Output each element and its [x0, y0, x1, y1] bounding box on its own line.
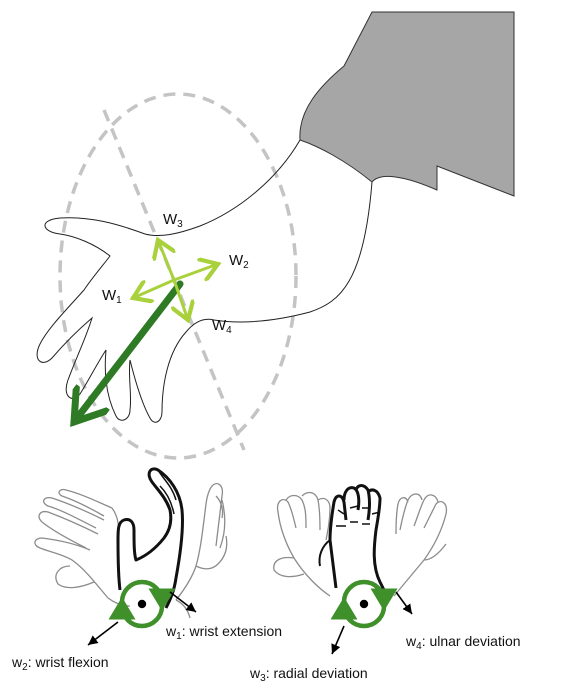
arrow-w3: [158, 240, 174, 280]
caption-w2: w2: wrist flexion: [11, 654, 109, 673]
sleeve: [300, 12, 514, 196]
label-w3: W3: [163, 211, 183, 230]
caption-w4: w4: ulnar deviation: [405, 633, 521, 652]
label-w4: W4: [212, 317, 232, 336]
radial-ulnar-illustration: w4: ulnar deviation w3: radial deviation: [249, 486, 521, 681]
pointer-w3: [332, 626, 344, 654]
pivot-dot: [360, 600, 368, 608]
main-hand-deviation: [319, 486, 388, 599]
rotation-ring-left: [122, 582, 162, 626]
pointer-w1: [170, 592, 196, 612]
ghost-hand-radial: [274, 493, 330, 596]
caption-w1: w1: wrist extension: [165, 623, 282, 642]
ghost-hand-extension: [176, 484, 227, 618]
ghost-hand-flexion: [35, 490, 130, 606]
label-w2: W2: [229, 252, 249, 271]
main-direction-arrow: [74, 284, 180, 422]
pointer-w4: [396, 592, 412, 614]
forearm-hand-outline: [37, 140, 372, 422]
arrow-w2: [174, 264, 218, 280]
rotation-ellipse: [60, 94, 296, 458]
pointer-w2: [88, 622, 118, 645]
pivot-dot: [138, 600, 146, 608]
ghost-hand-ulnar: [394, 494, 446, 596]
arm-illustration: W3 W2 W1 W4: [37, 12, 514, 458]
label-w1: W1: [102, 287, 122, 306]
motion-cross-arrows: [133, 240, 218, 320]
caption-w3: w3: radial deviation: [249, 665, 368, 681]
rotation-ring-right: [344, 582, 384, 626]
flexion-extension-illustration: w1: wrist extension w2: wrist flexion: [11, 469, 282, 673]
